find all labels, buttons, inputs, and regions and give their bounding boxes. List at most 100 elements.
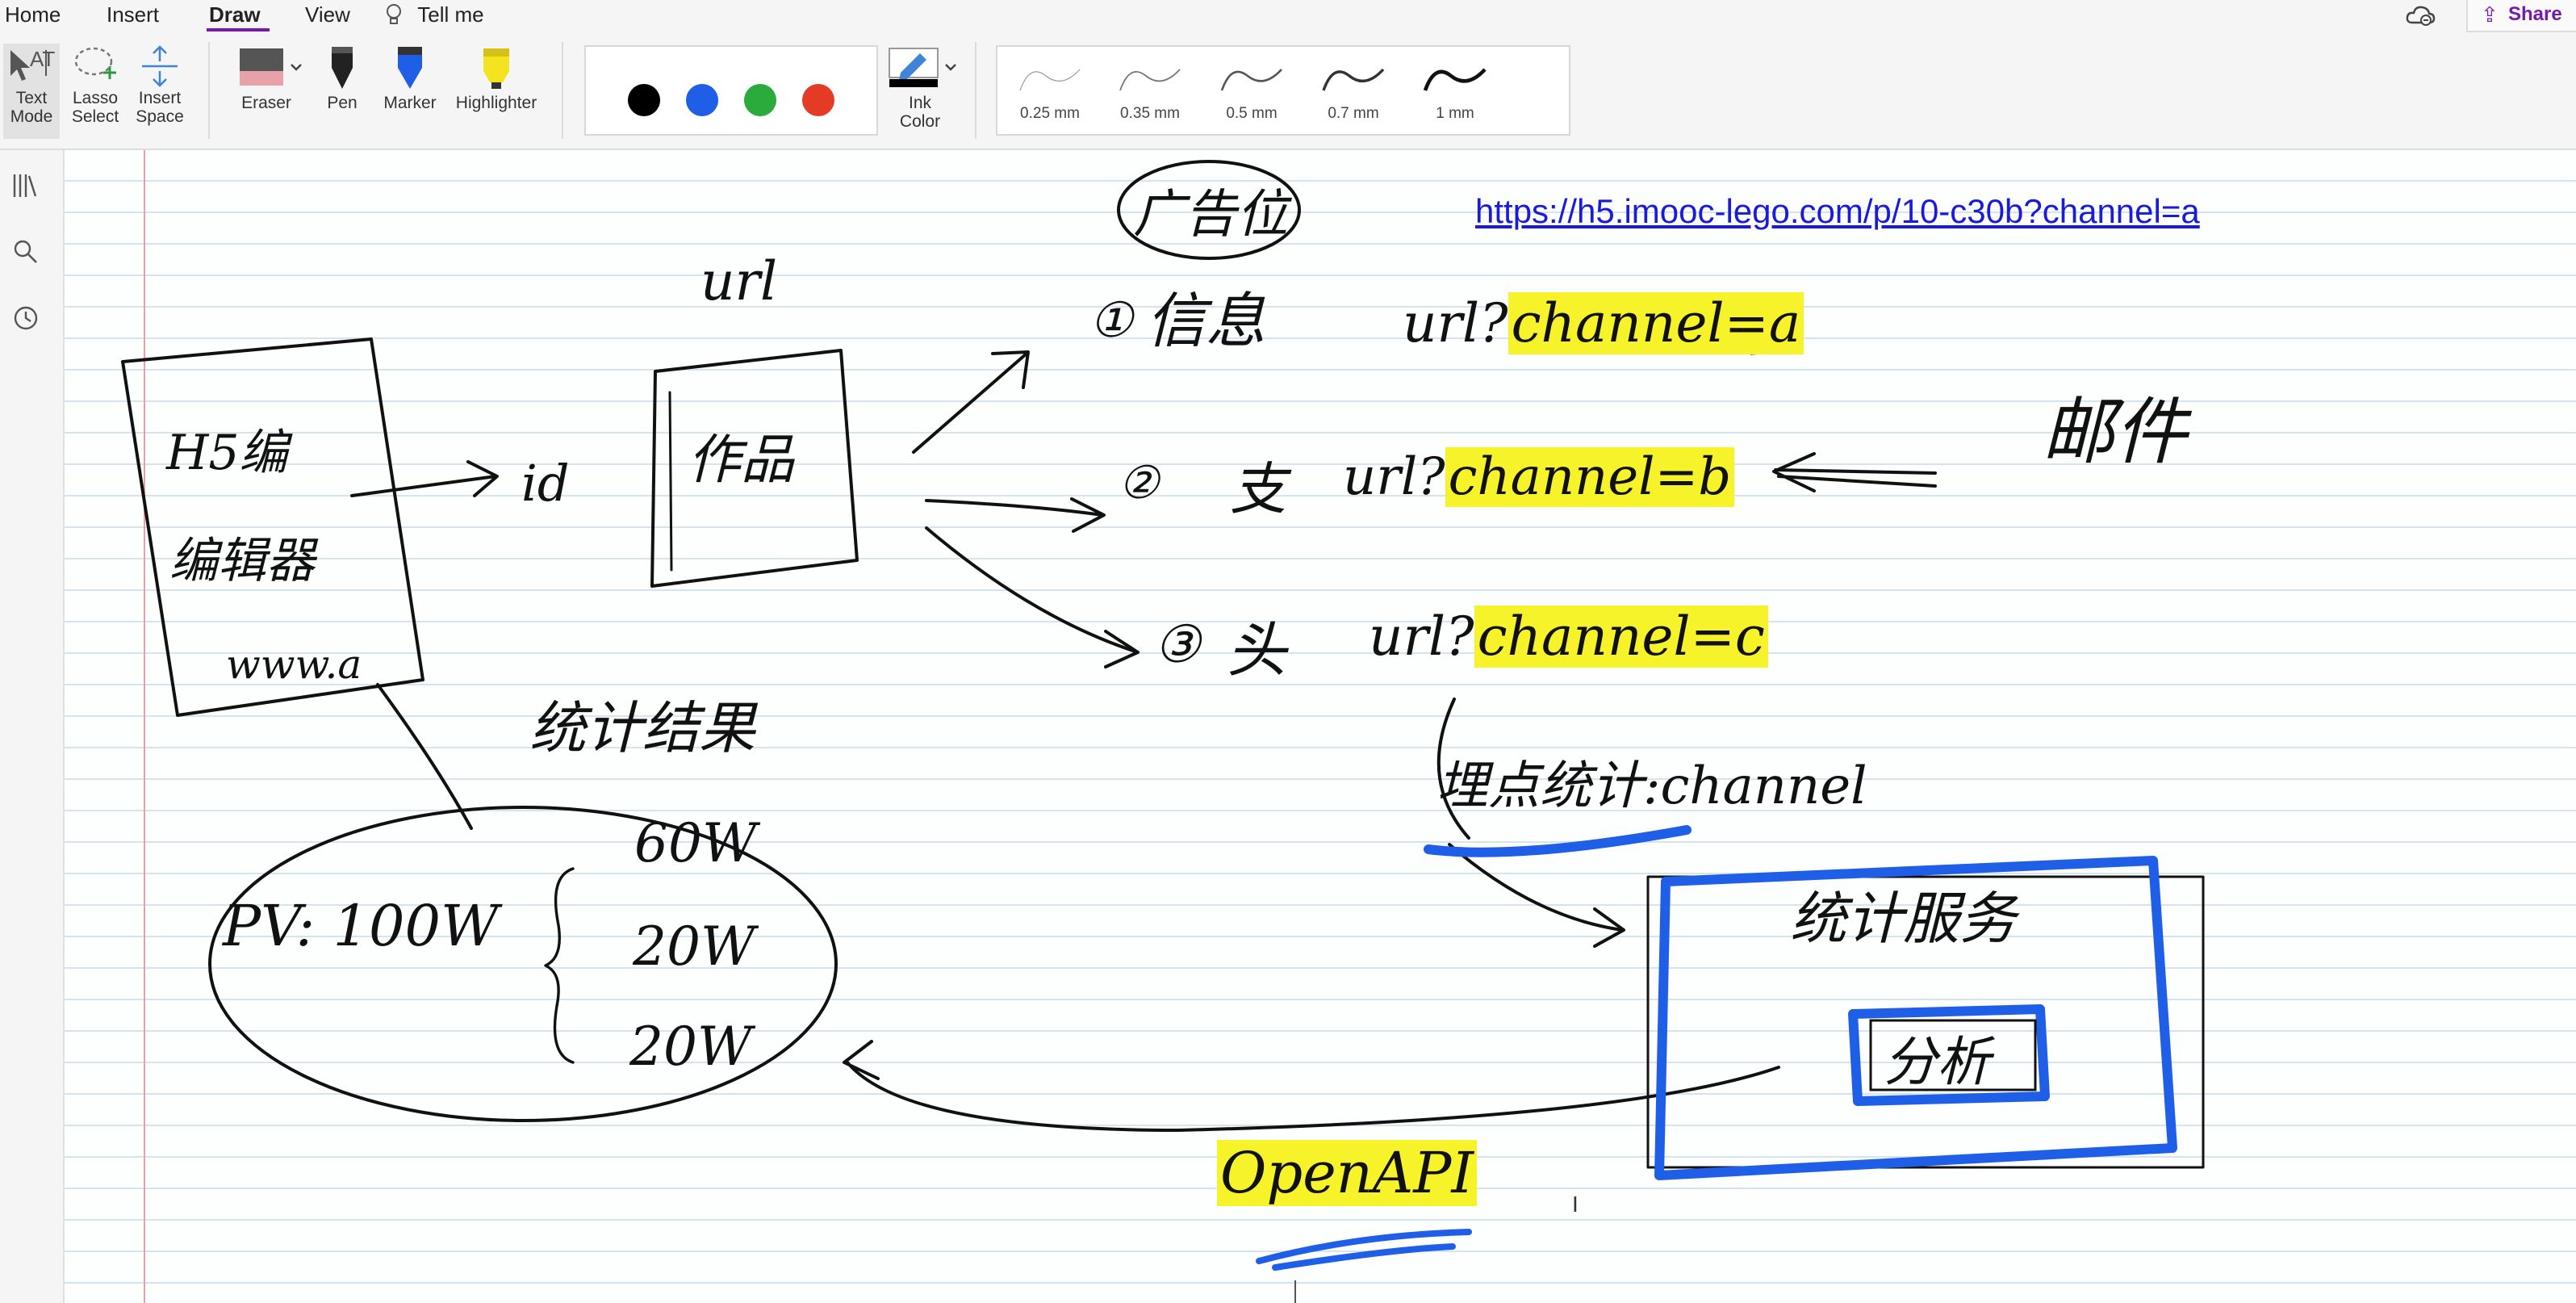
insert-space-icon (142, 45, 178, 87)
works-box-stroke (650, 349, 859, 588)
eraser-button[interactable]: Eraser (228, 44, 305, 112)
channel-url-link[interactable]: https://h5.imooc-lego.com/p/10-c30b?chan… (1475, 192, 2200, 230)
thickness-07[interactable]: 0.7 mm (1309, 58, 1398, 123)
ribbon-divider (562, 42, 563, 139)
draw-ribbon: AT Text Mode Lasso Select Insert Space E… (0, 32, 2576, 150)
ink-row3-url-text: url? (1369, 605, 1474, 668)
ink-pv-20w-a: 20W (633, 915, 755, 978)
ink-stats-service: 统计服务 (1790, 886, 2016, 952)
highlighter-label: Highlighter (455, 94, 537, 112)
text-mode-label: Text (15, 89, 48, 107)
color-swatch-green[interactable] (744, 84, 776, 116)
insert-space-button[interactable]: Insert Space (129, 44, 190, 126)
ink-row2-num: ② (1119, 457, 1160, 509)
menu-bar: Home Insert Draw View Tell me ⇪ Share (0, 0, 2576, 32)
pv-result-ellipse (208, 806, 838, 1122)
ink-row1-cn: 信息 (1146, 287, 1265, 356)
arrow-from-mail (1772, 452, 1937, 492)
openapi-underline (1256, 1229, 1472, 1271)
arrow-editor-to-id (350, 460, 499, 497)
ink-row1-url: url?channel=a (1403, 292, 1804, 354)
stroke-sample-icon (1220, 69, 1282, 91)
note-canvas[interactable]: https://h5.imooc-lego.com/p/10-c30b?chan… (65, 150, 2576, 1303)
ink-color-button[interactable]: Ink Color (880, 44, 960, 131)
arrow-to-row1 (912, 350, 1030, 454)
tab-home[interactable]: Home (5, 2, 61, 27)
ink-row3-num: ③ (1154, 615, 1201, 675)
eraser-icon (240, 48, 302, 86)
ink-pv-20w-b: 20W (629, 1016, 752, 1078)
active-tab-indicator (207, 28, 270, 31)
thickness-025[interactable]: 0.25 mm (1006, 58, 1094, 123)
pen-icon (332, 47, 353, 89)
marker-button[interactable]: Marker (376, 44, 444, 112)
recent-icon[interactable] (11, 304, 40, 333)
stroke-sample-icon (1423, 68, 1487, 91)
color-swatch-black[interactable] (628, 84, 660, 116)
tell-me-label: Tell me (417, 2, 484, 27)
thickness-label: 1 mm (1436, 105, 1474, 122)
lasso-label-2: Select (71, 107, 119, 126)
lasso-select-button[interactable]: Lasso Select (66, 44, 124, 126)
thickness-label: 0.35 mm (1120, 105, 1180, 122)
analysis-blue-box (1848, 1004, 2050, 1106)
ink-url-label: url (700, 250, 778, 312)
lightbulb-icon (387, 4, 401, 24)
tracking-underline (1424, 825, 1692, 857)
thickness-label: 0.25 mm (1020, 105, 1080, 122)
ink-color-icon (889, 48, 956, 87)
thickness-05[interactable]: 0.5 mm (1207, 58, 1296, 123)
ink-analysis: 分析 (1884, 1031, 1990, 1093)
highlighter-button[interactable]: Highlighter (444, 44, 549, 112)
thickness-035[interactable]: 0.35 mm (1106, 58, 1194, 123)
thickness-1[interactable]: 1 mm (1411, 58, 1499, 123)
share-button[interactable]: ⇪ Share (2466, 0, 2576, 32)
ink-drawing (121, 160, 2205, 1271)
ink-h5-editor: H5编 (166, 425, 288, 481)
stroke-sample-icon (1019, 69, 1081, 91)
pen-label: Pen (327, 94, 358, 112)
marker-icon (398, 47, 422, 89)
arrow-openapi-to-pv (843, 1040, 1780, 1132)
ink-row3-cn: 头 (1227, 616, 1286, 685)
thickness-label: 0.5 mm (1226, 105, 1278, 122)
eraser-label: Eraser (241, 94, 291, 112)
ink-tracking-channel: 埋点统计:channel (1436, 756, 1867, 816)
ink-row1-channel: channel=a (1508, 292, 1804, 354)
tab-draw[interactable]: Draw (209, 2, 261, 27)
marker-label: Marker (383, 94, 437, 112)
color-swatch-red[interactable] (802, 84, 834, 116)
highlighter-icon (483, 48, 509, 89)
pen-button[interactable]: Pen (318, 44, 366, 112)
text-mode-icon: AT (10, 47, 55, 81)
editor-box-stroke (121, 337, 424, 717)
arrow-to-stats-service (1448, 843, 1625, 948)
share-icon: ⇪ (2481, 2, 2499, 27)
lasso-select-icon (74, 47, 116, 79)
tab-insert[interactable]: Insert (107, 2, 160, 27)
color-swatch-blue[interactable] (686, 84, 718, 116)
ink-row2-url: url?channel=b (1343, 447, 1735, 507)
svg-text:AT: AT (30, 47, 55, 71)
ink-pv-total: PV: 100W (223, 893, 500, 959)
page-margin-line (144, 150, 145, 1303)
text-mode-button[interactable]: AT Text Mode (3, 44, 60, 139)
ink-row1-num: ① (1089, 292, 1133, 349)
ink-works: 作品 (688, 429, 794, 491)
ink-row3-url: url?channel=c (1369, 605, 1768, 668)
notebooks-icon[interactable] (11, 171, 40, 200)
stroke-sample-icon (1322, 68, 1385, 91)
search-icon[interactable] (11, 237, 40, 266)
ink-editor: 编辑器 (169, 533, 315, 589)
tell-me-search[interactable]: Tell me (384, 2, 484, 27)
ink-id-label: id (521, 454, 570, 513)
ink-open-api: OpenAPI (1217, 1140, 1478, 1206)
ribbon-divider (208, 42, 210, 139)
ink-row1-url-text: url? (1403, 292, 1508, 354)
sync-cloud-icon[interactable] (2405, 3, 2436, 27)
tab-view[interactable]: View (305, 2, 350, 27)
left-nav (0, 150, 65, 1303)
thickness-panel: 0.25 mm 0.35 mm 0.5 mm 0.7 mm 1 mm (996, 45, 1570, 136)
lasso-label: Lasso (72, 89, 119, 107)
ink-ad-position: 广告位 (1133, 185, 1288, 245)
